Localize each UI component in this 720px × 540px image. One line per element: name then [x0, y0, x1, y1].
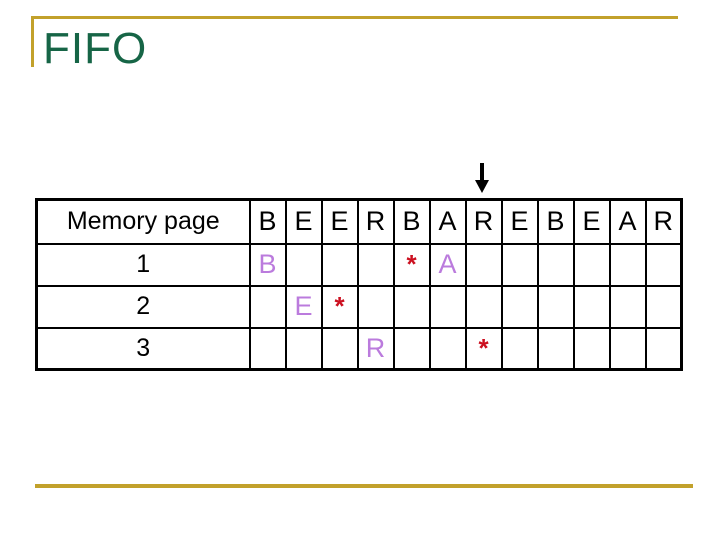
page-letter-cell: B	[248, 242, 287, 287]
empty-cell	[320, 242, 359, 287]
empty-cell	[464, 284, 503, 329]
left-accent-line	[31, 16, 34, 67]
empty-cell	[644, 284, 683, 329]
header-cell-memory-page: Memory page	[35, 198, 251, 245]
page-letter-cell: R	[356, 326, 395, 371]
empty-cell	[356, 284, 395, 329]
reference-letter-cell: E	[320, 198, 359, 245]
empty-cell	[464, 242, 503, 287]
fault-marker-cell: *	[392, 242, 431, 287]
page-letter-cell: A	[428, 242, 467, 287]
empty-cell	[608, 242, 647, 287]
reference-letter-cell: A	[608, 198, 647, 245]
row-label: 1	[35, 242, 251, 287]
reference-letter-cell: A	[428, 198, 467, 245]
top-accent-line	[31, 16, 678, 19]
empty-cell	[536, 284, 575, 329]
empty-cell	[608, 284, 647, 329]
empty-cell	[428, 326, 467, 371]
empty-cell	[284, 242, 323, 287]
empty-cell	[572, 284, 611, 329]
empty-cell	[500, 326, 539, 371]
page-letter-cell: E	[284, 284, 323, 329]
empty-cell	[392, 326, 431, 371]
reference-letter-cell: B	[392, 198, 431, 245]
reference-letter-cell: R	[356, 198, 395, 245]
reference-letter-cell: E	[500, 198, 539, 245]
empty-cell	[428, 284, 467, 329]
fault-marker-cell: *	[464, 326, 503, 371]
empty-cell	[248, 326, 287, 371]
empty-cell	[320, 326, 359, 371]
empty-cell	[572, 242, 611, 287]
empty-cell	[248, 284, 287, 329]
empty-cell	[284, 326, 323, 371]
empty-cell	[356, 242, 395, 287]
bottom-accent-line	[35, 484, 693, 488]
table-row: 3 R *	[35, 326, 683, 371]
empty-cell	[644, 242, 683, 287]
empty-cell	[392, 284, 431, 329]
slide-title: FIFO	[43, 24, 148, 73]
empty-cell	[608, 326, 647, 371]
empty-cell	[500, 242, 539, 287]
reference-letter-cell: B	[248, 198, 287, 245]
row-label: 2	[35, 284, 251, 329]
empty-cell	[536, 242, 575, 287]
empty-cell	[644, 326, 683, 371]
empty-cell	[536, 326, 575, 371]
empty-cell	[572, 326, 611, 371]
fault-marker-cell: *	[320, 284, 359, 329]
row-label: 3	[35, 326, 251, 371]
empty-cell	[500, 284, 539, 329]
reference-letter-cell: R	[644, 198, 683, 245]
reference-letter-cell: R	[464, 198, 503, 245]
reference-letter-cell: E	[572, 198, 611, 245]
reference-letter-cell: B	[536, 198, 575, 245]
reference-letter-cell: E	[284, 198, 323, 245]
arrow-down-icon	[473, 163, 491, 193]
